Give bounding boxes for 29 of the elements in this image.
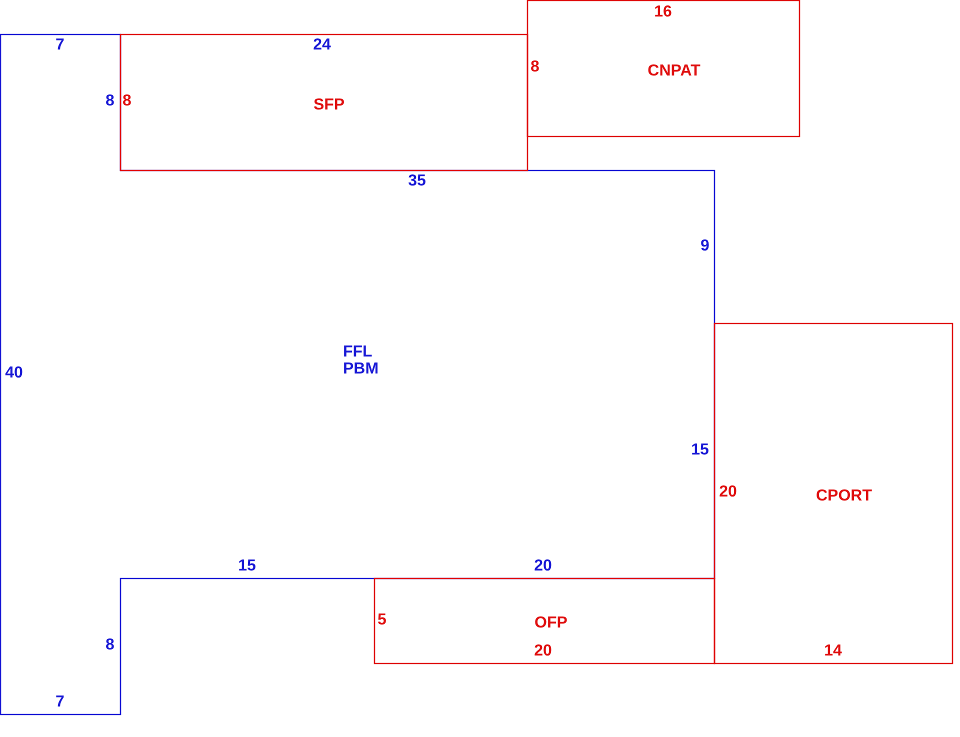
room-outline: [374, 578, 714, 663]
dimension-label: 20: [719, 484, 737, 500]
area-code: PBM: [343, 360, 379, 377]
dimension-label: 8: [530, 58, 540, 76]
area-code: CNPAT: [648, 62, 700, 80]
dimension-label: 20: [534, 558, 552, 574]
room-outline: [714, 323, 952, 663]
area-code: CPORT: [816, 488, 872, 504]
area-code: OFP: [534, 614, 568, 632]
dimension-label: 16: [654, 4, 672, 20]
dimension-label: 9: [700, 238, 710, 254]
floor-plan-area: [0, 34, 714, 714]
room-outline: [120, 34, 527, 170]
dimension-label: 14: [824, 642, 842, 660]
dimension-label: 40: [5, 364, 23, 382]
dimension-label: 7: [56, 36, 64, 54]
dimension-label: 20: [534, 642, 552, 660]
dimension-label: 15: [691, 442, 709, 458]
dimension-label: 35: [408, 172, 426, 190]
area-code: SFP: [313, 96, 345, 114]
dimension-label: 8: [122, 92, 132, 110]
dimension-label: 15: [238, 558, 256, 574]
dimension-label: 8: [106, 92, 114, 110]
room-outline: [527, 0, 799, 136]
dimension-label: 8: [106, 636, 114, 654]
dimension-label: 7: [56, 694, 64, 710]
dimension-label: 5: [378, 612, 386, 628]
dimension-label: 24: [313, 36, 331, 54]
area-code: FFL: [343, 343, 372, 360]
